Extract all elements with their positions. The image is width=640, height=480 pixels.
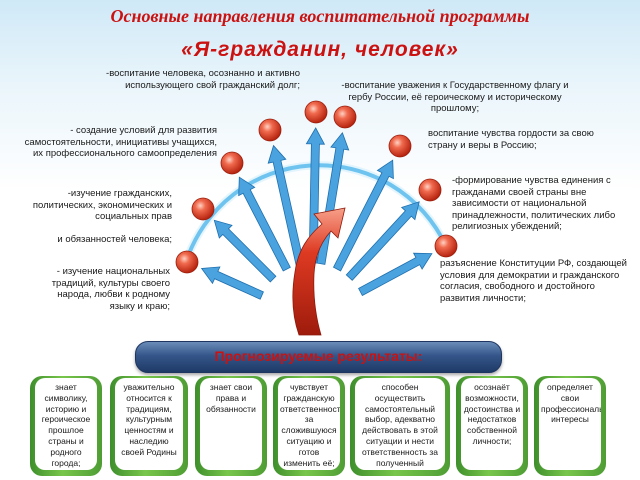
direction-arrow-2 <box>213 219 277 283</box>
direction-arrow-8 <box>345 201 420 281</box>
direction-node-1 <box>175 250 199 274</box>
result-text-5: способен осуществить самостоятельный выб… <box>355 378 445 470</box>
direction-right-3: -формирование чувства единения с граждан… <box>452 175 616 232</box>
direction-nodes <box>175 100 458 274</box>
result-card-5: способен осуществить самостоятельный выб… <box>350 376 450 476</box>
direction-arrow-4 <box>267 144 305 266</box>
direction-arrow-9 <box>358 252 433 297</box>
page-title: Основные направления воспитательной прог… <box>110 6 530 26</box>
direction-arrow-7 <box>332 159 394 272</box>
result-text-7: определяет свои профессиональные интерес… <box>539 378 601 470</box>
direction-node-5 <box>304 100 328 124</box>
result-card-4: чувствует гражданскую ответственность за… <box>273 376 345 476</box>
program-name: «Я-гражданин, человек» <box>181 38 459 61</box>
result-text-3: знает свои права и обязанности <box>200 378 262 470</box>
result-card-1: знает символику, историю и героическое п… <box>30 376 102 476</box>
direction-left-5: - изучение национальных традиций, культу… <box>51 266 170 312</box>
results-row: знает символику, историю и героическое п… <box>0 370 640 480</box>
direction-right-2: воспитание чувства гордости за свою стра… <box>428 128 594 151</box>
results-banner-label: Прогнозируемые результаты: <box>214 348 423 364</box>
direction-right-1: -воспитание уважения к Государственному … <box>341 80 569 114</box>
direction-node-4 <box>258 118 282 142</box>
direction-node-6 <box>333 105 357 129</box>
direction-node-3 <box>220 151 244 175</box>
direction-node-7 <box>388 134 412 158</box>
result-text-2: уважительно относится к традициям, культ… <box>115 378 183 470</box>
result-card-6: осознаёт возможности, достоинства и недо… <box>456 376 528 476</box>
direction-left-1: -воспитание человека, осознанно и активн… <box>106 68 300 91</box>
result-card-2: уважительно относится к традициям, культ… <box>110 376 188 476</box>
direction-arrow-3 <box>238 176 291 272</box>
center-arrow <box>292 207 346 336</box>
result-text-4: чувствует гражданскую ответственность за… <box>278 378 340 470</box>
results-banner: Прогнозируемые результаты: <box>135 341 502 373</box>
result-text-1: знает символику, историю и героическое п… <box>35 378 97 470</box>
direction-left-4: и обязанностей человека; <box>57 234 172 245</box>
direction-left-3: -изучение гражданских, политических, эко… <box>32 188 172 222</box>
direction-left-2: - создание условий для развития самостоя… <box>24 125 217 159</box>
result-card-3: знает свои права и обязанности <box>195 376 267 476</box>
direction-right-4: разъяснение Конституции РФ, создающей ус… <box>440 258 627 304</box>
result-text-6: осознаёт возможности, достоинства и недо… <box>461 378 523 470</box>
direction-arrow-1 <box>200 266 264 300</box>
result-card-7: определяет свои профессиональные интерес… <box>534 376 606 476</box>
direction-node-9 <box>434 234 458 258</box>
direction-node-8 <box>418 178 442 202</box>
direction-node-2 <box>191 197 215 221</box>
